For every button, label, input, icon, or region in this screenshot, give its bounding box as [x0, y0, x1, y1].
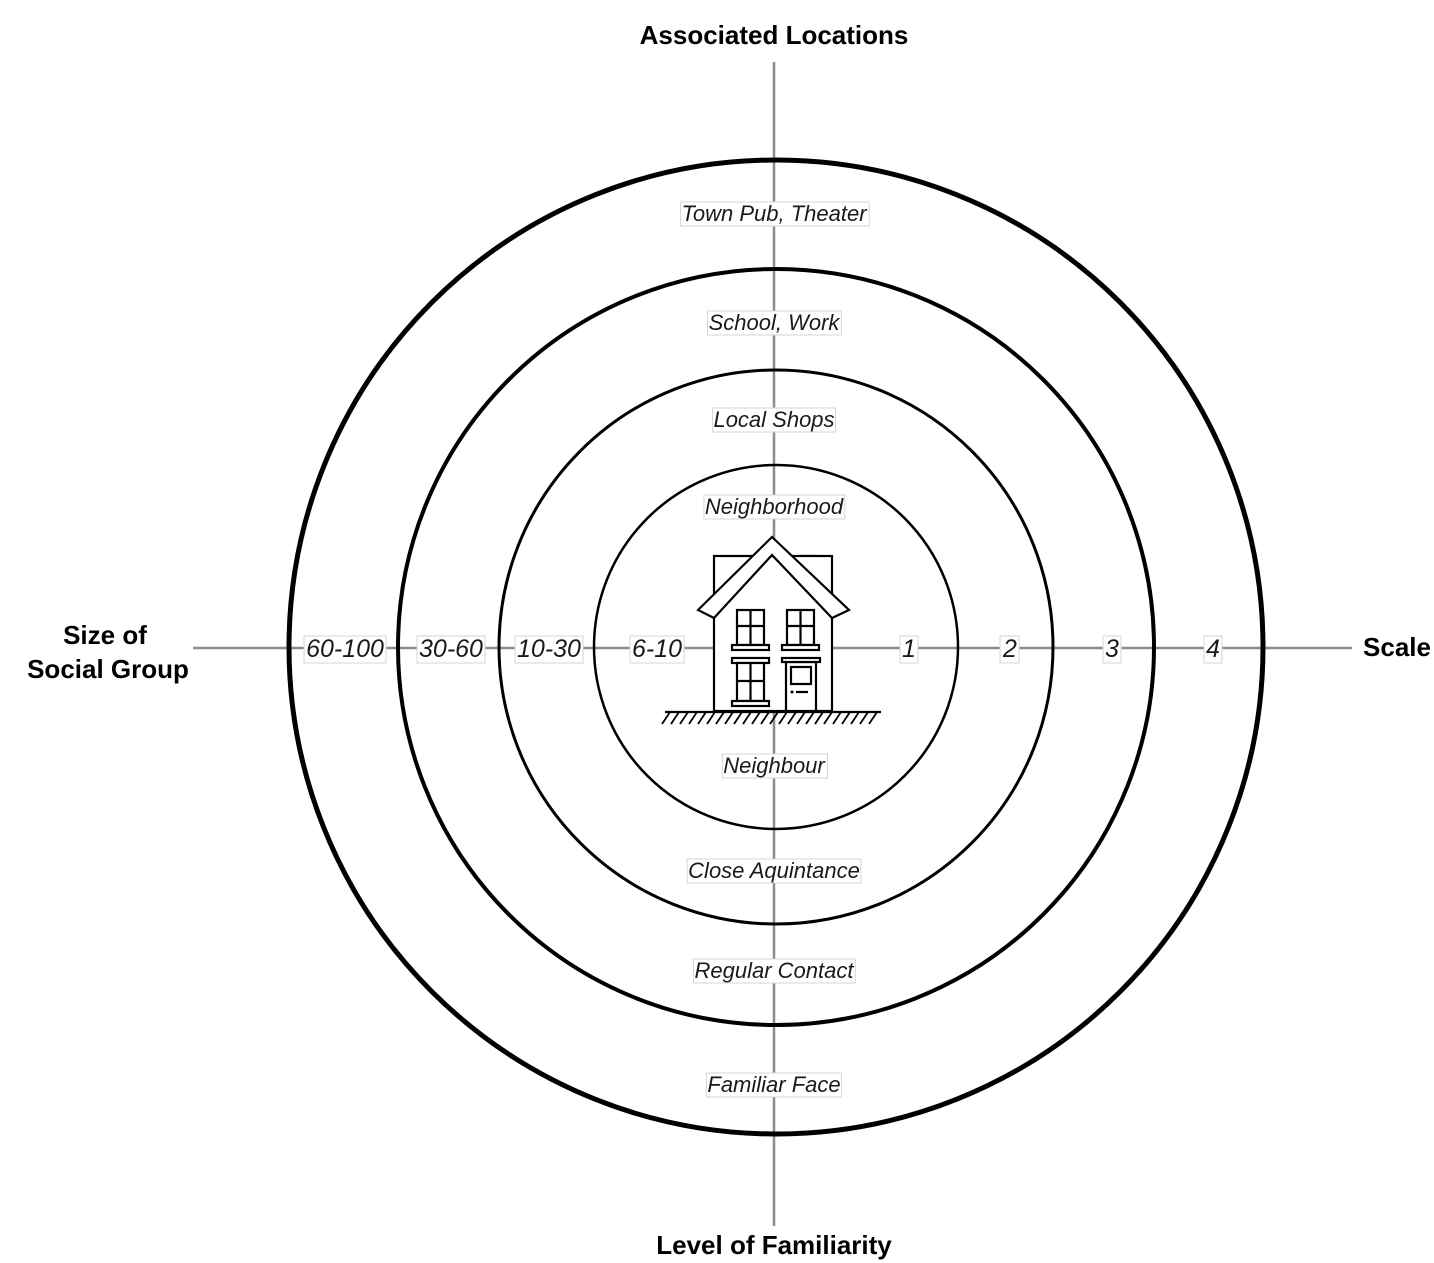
- ground-hatch-mark: [706, 711, 716, 725]
- label-background: [721, 753, 828, 779]
- ground-hatch-mark: [796, 711, 806, 725]
- label-background: [707, 310, 842, 336]
- ground-hatch-mark: [760, 711, 770, 725]
- label-background: [514, 635, 584, 664]
- group-size-label-1: 6-10: [632, 635, 682, 663]
- axis-title-left-line1: Size of: [63, 620, 147, 650]
- group-size-label-3: 30-60: [419, 635, 483, 663]
- label-background: [679, 201, 870, 227]
- ground-hatch-mark: [661, 711, 671, 725]
- axis-title-bottom: Level of Familiarity: [656, 1230, 892, 1260]
- label-background: [693, 958, 856, 984]
- ground-hatch-mark: [724, 711, 734, 725]
- ring-1: [592, 463, 960, 831]
- familiarity-label-1: Neighbour: [723, 753, 826, 778]
- ground-hatch-mark: [850, 711, 860, 725]
- ring-3: [396, 267, 1156, 1027]
- familiarity-label-2: Close Aquintance: [688, 858, 860, 883]
- label-background: [703, 494, 846, 520]
- ground-hatch-mark: [832, 711, 842, 725]
- scale-label-4: 4: [1206, 635, 1220, 663]
- label-background: [686, 858, 862, 884]
- label-background: [416, 635, 486, 664]
- axis-title-top: Associated Locations: [640, 20, 909, 50]
- ground-hatch-mark: [751, 711, 761, 725]
- ground-hatch-mark: [805, 711, 815, 725]
- ground-hatch-icon: [661, 710, 881, 725]
- label-background: [1102, 635, 1122, 664]
- ground-hatch-mark: [697, 711, 707, 725]
- ground-hatch-mark: [868, 711, 878, 725]
- label-background: [899, 635, 919, 664]
- label-background: [711, 407, 837, 433]
- ground-hatch-mark: [715, 711, 725, 725]
- group-size-label-2: 10-30: [517, 635, 581, 663]
- group-size-label-4: 60-100: [306, 635, 384, 663]
- ground-hatch-mark: [679, 711, 689, 725]
- house-icon: [661, 535, 881, 725]
- ground-hatch-mark: [778, 711, 788, 725]
- label-background: [999, 635, 1020, 664]
- familiarity-label-4: Familiar Face: [707, 1072, 840, 1097]
- ground-hatch-mark: [733, 711, 743, 725]
- label-background: [303, 635, 387, 664]
- ground-hatch-mark: [742, 711, 752, 725]
- scale-label-2: 2: [1002, 635, 1017, 663]
- ground-hatch-mark: [814, 711, 824, 725]
- ring-4: [286, 157, 1266, 1137]
- window-upper-right-icon: [780, 608, 821, 652]
- location-label-2: Local Shops: [713, 407, 834, 432]
- ground-hatch-mark: [859, 711, 869, 725]
- ground-hatch-mark: [688, 711, 698, 725]
- location-label-4: Town Pub, Theater: [681, 201, 868, 226]
- ground-hatch-mark: [823, 711, 833, 725]
- label-background: [705, 1072, 843, 1098]
- label-backgrounds: [303, 201, 1223, 1098]
- ring-2: [497, 368, 1055, 926]
- ground-hatch-mark: [769, 711, 779, 725]
- label-background: [1203, 635, 1223, 664]
- window-lower-left-icon: [730, 656, 771, 708]
- window-upper-left-icon: [730, 608, 771, 652]
- axis-title-right: Scale: [1363, 632, 1431, 662]
- location-label-1: Neighborhood: [705, 494, 844, 519]
- axis-title-left-line2: Social Group: [27, 654, 189, 684]
- scale-label-1: 1: [902, 635, 916, 663]
- ground-hatch-mark: [841, 711, 851, 725]
- ground-hatch-mark: [787, 711, 797, 725]
- scale-label-3: 3: [1105, 635, 1119, 663]
- door-icon: [780, 656, 822, 713]
- ground-hatch-mark: [670, 711, 680, 725]
- label-background: [629, 635, 685, 664]
- location-label-3: School, Work: [709, 310, 841, 335]
- familiarity-label-3: Regular Contact: [695, 958, 855, 983]
